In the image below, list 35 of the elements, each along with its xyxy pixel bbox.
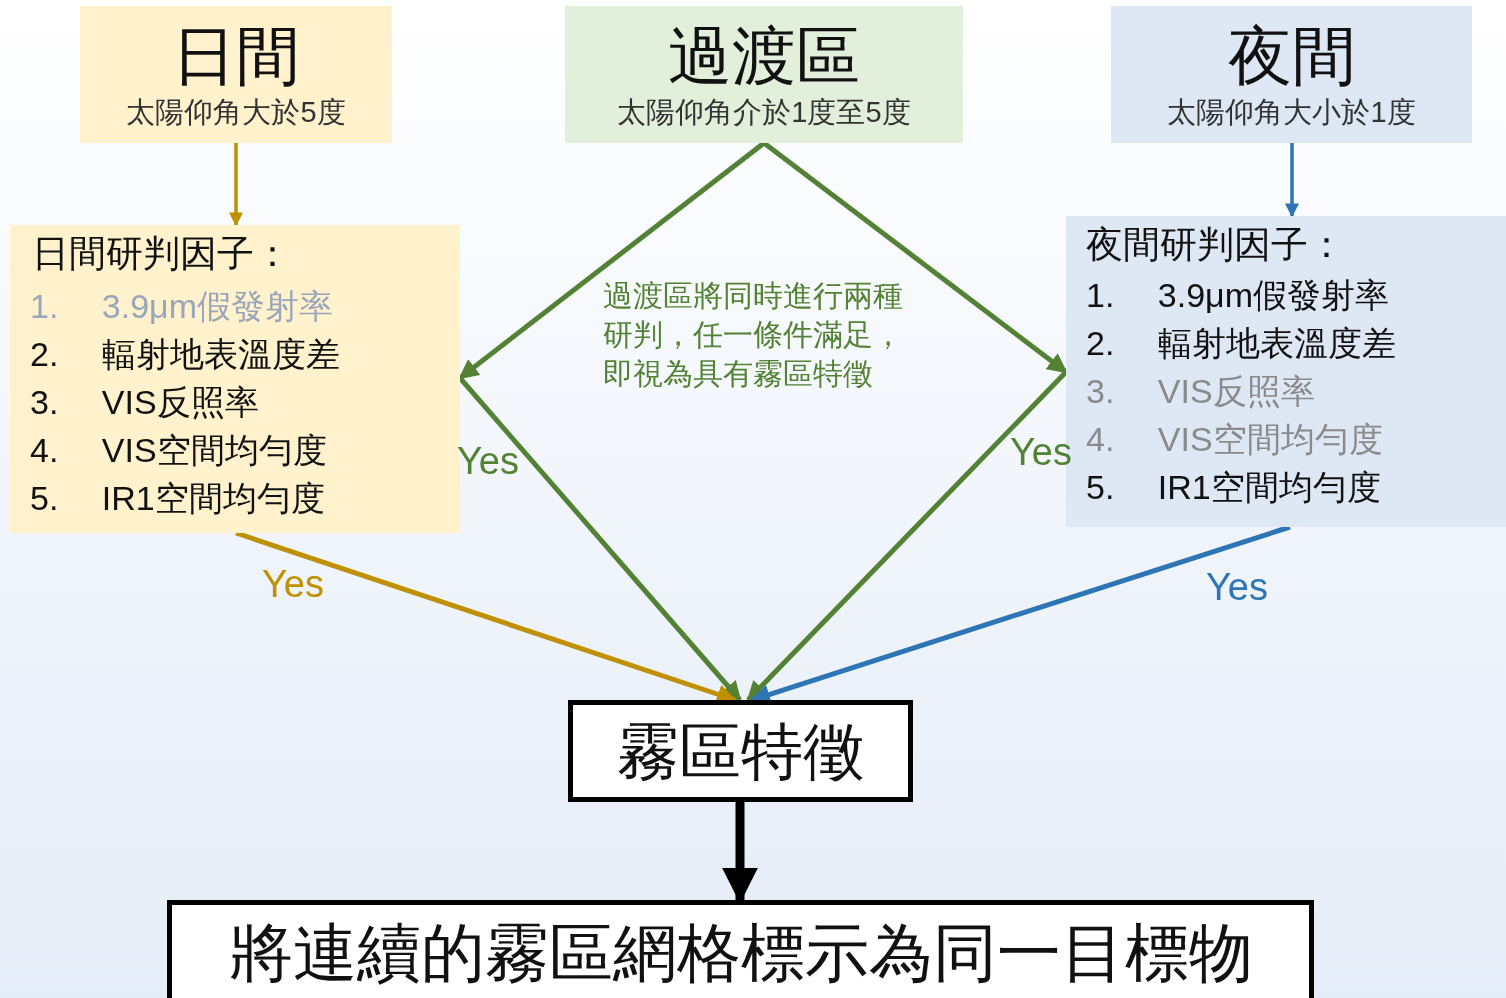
result-box (167, 900, 1314, 998)
edge-label: Yes (1206, 568, 1268, 606)
box-text: 將連續的霧區網格標示為同一目標物 (227, 921, 1254, 985)
list-item: 2. 輻射地表溫度差 (30, 337, 340, 371)
list-item: 3. VIS反照率 (30, 385, 259, 419)
list-item: 4. VIS空間均勻度 (30, 433, 327, 467)
period-box (1111, 6, 1472, 143)
arrow (229, 143, 243, 227)
subtitle: 太陽仰角大小於1度 (1166, 98, 1417, 127)
arrow (1285, 143, 1299, 218)
box-text: 霧區特徵 (615, 721, 866, 783)
edge-label: Yes (457, 442, 519, 480)
heading: 過渡區 (667, 24, 861, 88)
process-box (568, 700, 913, 802)
period-box (565, 6, 963, 143)
list-heading: 日間研判因子： (32, 235, 291, 272)
period-box (80, 6, 392, 143)
list-item: 5. IR1空間均勻度 (1086, 470, 1381, 504)
heading: 日間 (171, 24, 301, 88)
heading: 夜間 (1226, 24, 1357, 88)
edge-label: Yes (1010, 433, 1072, 471)
edge-label: Yes (262, 565, 324, 603)
note-text: 過渡區將同時進行兩種研判，任一條件滿足，即視為具有霧區特徵 (603, 278, 904, 392)
list-item: 2. 輻射地表溫度差 (1086, 326, 1396, 360)
list-heading: 夜間研判因子： (1086, 226, 1345, 263)
subtitle: 太陽仰角大於5度 (125, 98, 347, 127)
factor-list-box (10, 225, 460, 533)
list-item: 1. 3.9μm假發射率 (1086, 278, 1389, 312)
list-item: 3. VIS反照率 (1086, 374, 1315, 408)
list-item: 4. VIS空間均勻度 (1086, 422, 1383, 456)
arrow (762, 141, 1068, 374)
subtitle: 太陽仰角介於1度至5度 (616, 98, 912, 127)
list-item: 1. 3.9μm假發射率 (30, 289, 333, 323)
arrow (746, 370, 1068, 702)
list-item: 5. IR1空間均勻度 (30, 481, 325, 515)
